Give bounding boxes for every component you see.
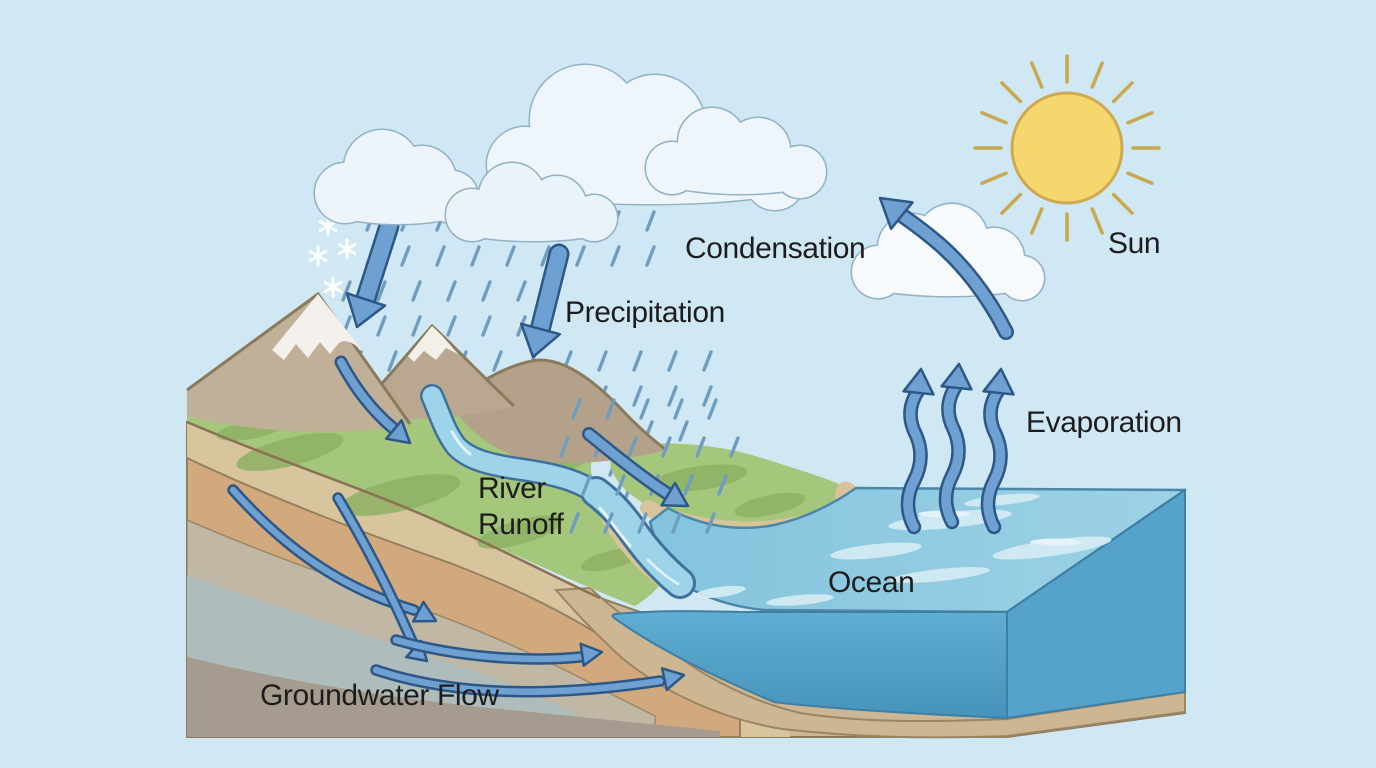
- snow-cap: [408, 326, 458, 362]
- cut-edge-line: [186, 420, 601, 600]
- cloud-icon: [644, 106, 828, 200]
- label-precipitation: Precipitation: [565, 296, 725, 329]
- condensation-arrow: [878, 196, 1014, 340]
- precipitation-arrows: [345, 215, 570, 359]
- mountains: [186, 291, 667, 464]
- river: [420, 384, 696, 599]
- runoff-arrows: [334, 355, 690, 508]
- sun-icon: [973, 54, 1161, 242]
- label-condensation: Condensation: [685, 232, 865, 265]
- snow-cap: [272, 294, 362, 360]
- label-groundwater-flow: Groundwater Flow: [260, 679, 499, 712]
- cloud-icon: [444, 161, 619, 243]
- groundwater-arrows: [227, 484, 686, 698]
- sea-floor: [553, 586, 1186, 739]
- ocean-front-face: [611, 610, 1008, 720]
- evaporation-arrows: [900, 362, 1015, 535]
- label-river-runoff-line1: River: [478, 472, 546, 505]
- label-river-runoff-line2: Runoff: [478, 508, 565, 541]
- sun-rays-icon: [973, 54, 1161, 242]
- ridge-outline: [449, 358, 667, 452]
- label-ocean: Ocean: [828, 566, 914, 599]
- label-sun: Sun: [1108, 227, 1160, 260]
- label-evaporation: Evaporation: [1026, 406, 1182, 439]
- sun-disc: [1010, 91, 1124, 205]
